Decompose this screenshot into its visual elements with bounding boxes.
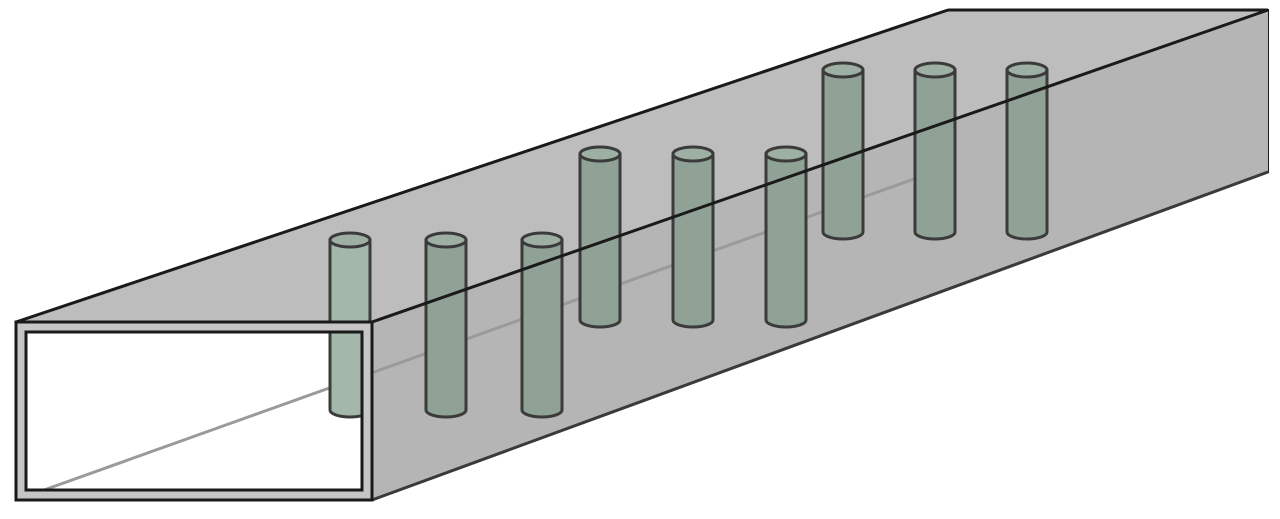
post-2-2 (671, 145, 715, 329)
post-1-2 (424, 231, 468, 419)
post-cap (520, 231, 564, 249)
post-cap (328, 231, 372, 249)
post-3-1 (821, 61, 865, 241)
front-opening-inner-outline (24, 330, 364, 492)
post-2-3 (764, 145, 808, 329)
post-3-3 (1005, 61, 1049, 241)
post-cap (821, 61, 865, 79)
posts (328, 61, 1049, 419)
post-3-2 (913, 61, 957, 241)
front-opening-frame (14, 320, 374, 502)
post-body (821, 68, 865, 241)
post-cap (424, 231, 468, 249)
post-body (764, 152, 808, 329)
post-body (1005, 68, 1049, 241)
post-2-1 (578, 145, 622, 329)
post-body (578, 152, 622, 329)
edge-top-front (371, 8, 1269, 324)
tube-edges (15, 8, 1269, 502)
post-cap (913, 61, 957, 79)
post-body (424, 238, 468, 419)
post-cap (1005, 61, 1049, 79)
post-body (913, 68, 957, 241)
front-opening (14, 320, 374, 502)
post-body (520, 238, 564, 419)
edge-bottom-front (371, 170, 1269, 502)
post-cap (578, 145, 622, 163)
post-1-3 (520, 231, 564, 419)
post-cap (671, 145, 715, 163)
post-body (671, 152, 715, 329)
edge-top-back (15, 8, 949, 324)
post-cap (764, 145, 808, 163)
